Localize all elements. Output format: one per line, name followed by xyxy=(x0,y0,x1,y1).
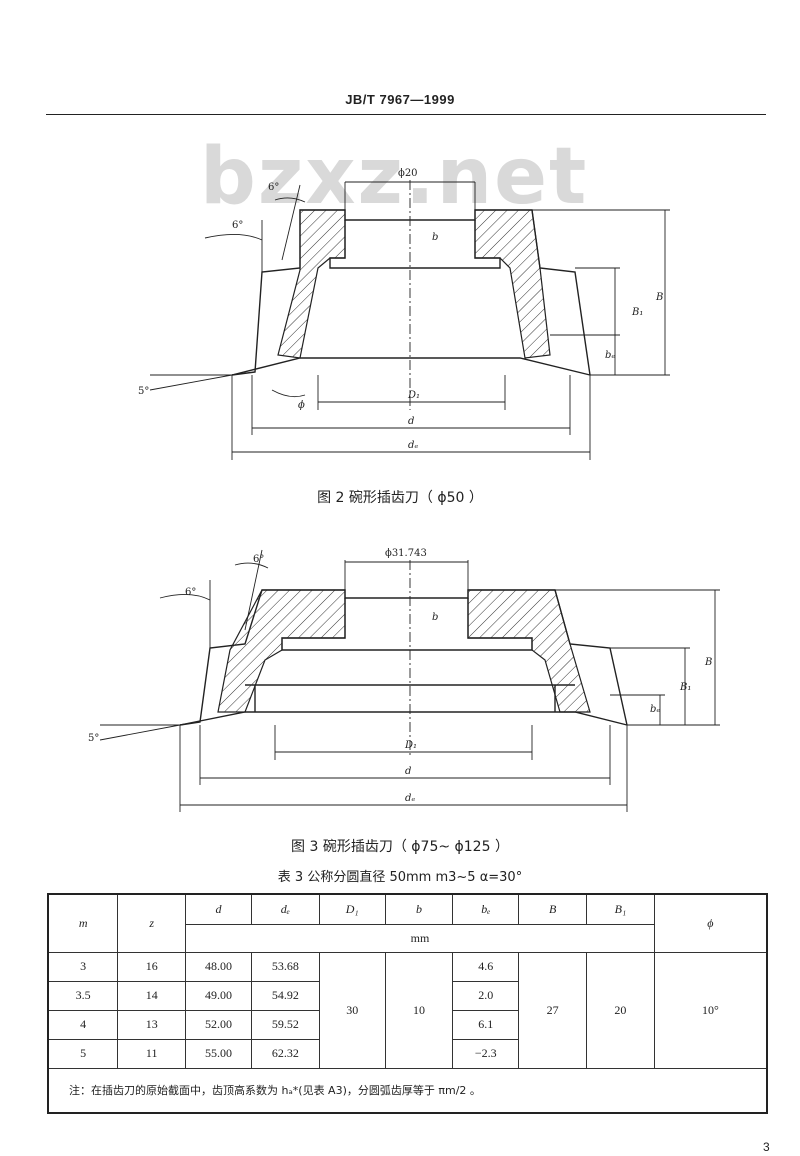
table-note: 注：在插齿刀的原始截面中，齿顶高系数为 hₐ*(见表 A3)，分圆弧齿厚等于 π… xyxy=(47,1067,768,1114)
table-row: 3 16 48.00 53.68 30 10 4.6 27 20 10° xyxy=(47,951,768,1069)
cell-phi: 10° xyxy=(653,951,768,1069)
table-3-title: 表 3 公称分圆直径 50mm m3~5 α=30° xyxy=(277,870,523,885)
fig2-label-phi: ϕ xyxy=(298,400,305,411)
cell-de: 62.32 xyxy=(250,1038,320,1069)
header-b: b xyxy=(384,893,454,925)
cell-z: 16 xyxy=(117,951,187,982)
header-B1: B₁ xyxy=(586,893,655,925)
parameter-table: m z d dₑ D₁ b bₑ B B₁ ϕ mm 3 16 48.00 53… xyxy=(47,893,768,1114)
cell-d: 48.00 xyxy=(185,951,252,982)
header-d: d xyxy=(185,893,252,925)
header-B: B xyxy=(518,893,588,925)
cell-de: 59.52 xyxy=(250,1009,320,1040)
cell-d: 52.00 xyxy=(185,1009,252,1040)
section-right xyxy=(467,589,591,713)
cell-de: 54.92 xyxy=(250,980,320,1011)
cell-z: 14 xyxy=(117,980,187,1011)
header-z: z xyxy=(117,893,187,953)
fig2-label-d: d xyxy=(408,416,414,427)
fig2-label-B: B xyxy=(655,292,663,303)
table-row: 5 11 55.00 62.32 −2.3 xyxy=(47,1038,767,1069)
figure-2-caption: 图 2 碗形插齿刀（ ϕ50 ） xyxy=(317,490,483,506)
section-right xyxy=(474,209,551,359)
fig2-label-de: dₑ xyxy=(408,440,418,451)
header-D1: D₁ xyxy=(318,893,386,925)
fig3-label-bb: bₑ xyxy=(650,704,660,715)
header-phi: ϕ xyxy=(653,893,768,953)
header-de: dₑ xyxy=(250,893,320,925)
fig2-label-angle-top: 6° xyxy=(268,182,279,193)
cell-m: 5 xyxy=(47,1038,119,1069)
cell-bb: 2.0 xyxy=(452,980,520,1011)
fig2-label-angle-bottom: 5° xyxy=(138,386,149,397)
document-header: JB/T 7967—1999 xyxy=(345,92,455,107)
cell-z: 13 xyxy=(117,1009,187,1040)
header-rule xyxy=(46,114,766,115)
fig3-label-top-dia: ϕ31.743 xyxy=(385,548,427,559)
header-bb: bₑ xyxy=(452,893,520,925)
fig2-label-D1: D₁ xyxy=(407,390,420,401)
cell-bb: −2.3 xyxy=(452,1038,520,1069)
fig2-label-angle-left: 6° xyxy=(232,220,243,231)
cell-b: 10 xyxy=(384,951,454,1069)
cell-D1: 30 xyxy=(318,951,386,1069)
fig3-label-D1: D₁ xyxy=(404,740,417,751)
cell-d: 55.00 xyxy=(185,1038,252,1069)
cell-d: 49.00 xyxy=(185,980,252,1011)
fig2-label-b: b xyxy=(432,232,438,243)
cell-m: 4 xyxy=(47,1009,119,1040)
watermark: bzxz.net xyxy=(200,132,589,222)
cell-de: 53.68 xyxy=(250,951,320,982)
figure-2-drawing: ϕ20 6° 6° 5° b B₁ B bₑ ϕ D₁ d dₑ xyxy=(138,168,670,460)
fig3-label-angle-bottom: 5° xyxy=(88,733,99,744)
fig3-label-d: d xyxy=(405,766,411,777)
fig3-label-b: b xyxy=(432,612,438,623)
figure-3-caption: 图 3 碗形插齿刀（ ϕ75~ ϕ125 ） xyxy=(291,839,509,855)
cell-B: 27 xyxy=(518,951,588,1069)
section-left xyxy=(217,589,346,713)
fig2-label-top-dia: ϕ20 xyxy=(398,168,418,179)
fig2-label-bb: bₑ xyxy=(605,350,615,361)
fig3-label-angle-top: 6° xyxy=(253,554,264,565)
fig3-label-B: B xyxy=(704,657,712,668)
cell-z: 11 xyxy=(117,1038,187,1069)
fig3-label-de: dₑ xyxy=(405,793,415,804)
fig2-label-B1: B₁ xyxy=(631,307,643,318)
figure-3-drawing: ϕ31.743 6° 6° 5° b B₁ B bₑ D₁ d dₑ xyxy=(88,548,720,812)
fig3-label-B1: B₁ xyxy=(679,682,691,693)
cell-bb: 4.6 xyxy=(452,951,520,982)
section-left xyxy=(277,209,346,359)
cell-m: 3.5 xyxy=(47,980,119,1011)
fig3-label-angle-left: 6° xyxy=(185,587,196,598)
page-number: 3 xyxy=(763,1140,770,1154)
unit-cell: mm xyxy=(185,923,655,953)
cell-bb: 6.1 xyxy=(452,1009,520,1040)
header-m: m xyxy=(47,893,119,953)
cell-m: 3 xyxy=(47,951,119,982)
cell-B1: 20 xyxy=(586,951,655,1069)
